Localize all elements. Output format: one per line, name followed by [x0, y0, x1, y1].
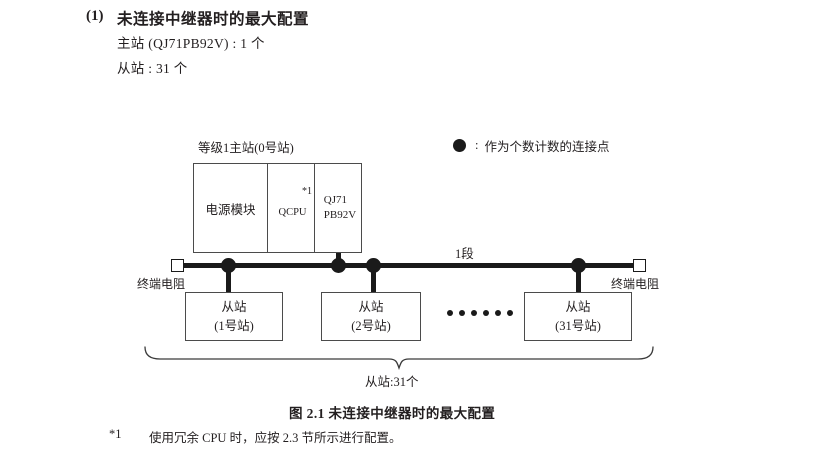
- qcpu-module-slot: QCPU *1: [268, 164, 315, 252]
- slave-drop-line: [576, 266, 581, 293]
- slave-station-31-label-line1: 从站: [565, 300, 591, 315]
- slave-station-31-box: 从站 (31号站): [524, 292, 632, 341]
- slave-station-1-label-line1: 从站: [221, 300, 247, 315]
- master-module-slot: QJ71 PB92V: [315, 164, 361, 252]
- legend-colon: :: [475, 138, 479, 152]
- terminating-resistor-left: [171, 259, 184, 272]
- page-title: 未连接中继器时的最大配置: [117, 11, 310, 28]
- power-supply-module-label: 电源模块: [205, 202, 256, 217]
- master-station-label: 等级1主站(0号站): [198, 141, 294, 155]
- footnote: *1 使用冗余 CPU 时，应按 2.3 节所示进行配置。: [109, 427, 401, 446]
- slave-station-count-line: 从站 : 31 个: [117, 61, 188, 76]
- slave-drop-line: [226, 266, 231, 293]
- legend-label: 作为个数计数的连接点: [484, 140, 610, 154]
- slave-station-1-label-line2: (1号站): [214, 318, 254, 333]
- filled-circle-icon: [453, 139, 466, 152]
- segment-label: 1段: [455, 247, 474, 261]
- ellipsis-dot: [459, 310, 465, 316]
- slave-group-brace-label: 从站:31个: [365, 375, 419, 389]
- master-rack: 电源模块 QCPU *1 QJ71 PB92V: [193, 163, 362, 253]
- qcpu-module-label: QCPU: [278, 206, 307, 218]
- fieldbus-trunk-line: [179, 263, 638, 268]
- power-supply-module-slot: 电源模块: [194, 164, 268, 252]
- connection-point-dot: [571, 258, 586, 273]
- footnote-mark: *1: [109, 427, 122, 441]
- ellipsis-dot: [495, 310, 501, 316]
- master-station-count-line: 主站 (QJ71PB92V) : 1 个: [117, 36, 265, 51]
- terminating-resistor-left-label: 终端电阻: [137, 277, 186, 291]
- terminating-resistor-right: [633, 259, 646, 272]
- master-module-label-line2: PB92V: [323, 209, 357, 221]
- slave-station-2-box: 从站 (2号站): [321, 292, 421, 341]
- heading-number: (1): [86, 8, 104, 24]
- slave-station-2-label-line1: 从站: [358, 300, 384, 315]
- continuation-ellipsis: [447, 310, 513, 316]
- ellipsis-dot: [483, 310, 489, 316]
- connection-point-dot: [221, 258, 236, 273]
- footnote-text: 使用冗余 CPU 时，应按 2.3 节所示进行配置。: [149, 431, 402, 445]
- slave-group-brace: [144, 346, 654, 375]
- slave-station-1-box: 从站 (1号站): [185, 292, 283, 341]
- ellipsis-dot: [471, 310, 477, 316]
- connection-point-dot: [331, 258, 346, 273]
- terminating-resistor-right-label: 终端电阻: [611, 277, 660, 291]
- master-module-label-line1: QJ71: [323, 194, 348, 207]
- ellipsis-dot: [447, 310, 453, 316]
- brace-icon: [144, 346, 654, 371]
- legend: : 作为个数计数的连接点: [453, 136, 610, 155]
- connection-point-dot: [366, 258, 381, 273]
- figure-caption: 图 2.1 未连接中继器时的最大配置: [289, 406, 496, 421]
- slave-drop-line: [371, 266, 376, 293]
- slave-station-31-label-line2: (31号站): [555, 318, 601, 333]
- master-module-label: QJ71 PB92V: [324, 193, 356, 223]
- ellipsis-dot: [507, 310, 513, 316]
- slave-station-2-label-line2: (2号站): [351, 318, 391, 333]
- footnote-marker: *1: [302, 186, 312, 197]
